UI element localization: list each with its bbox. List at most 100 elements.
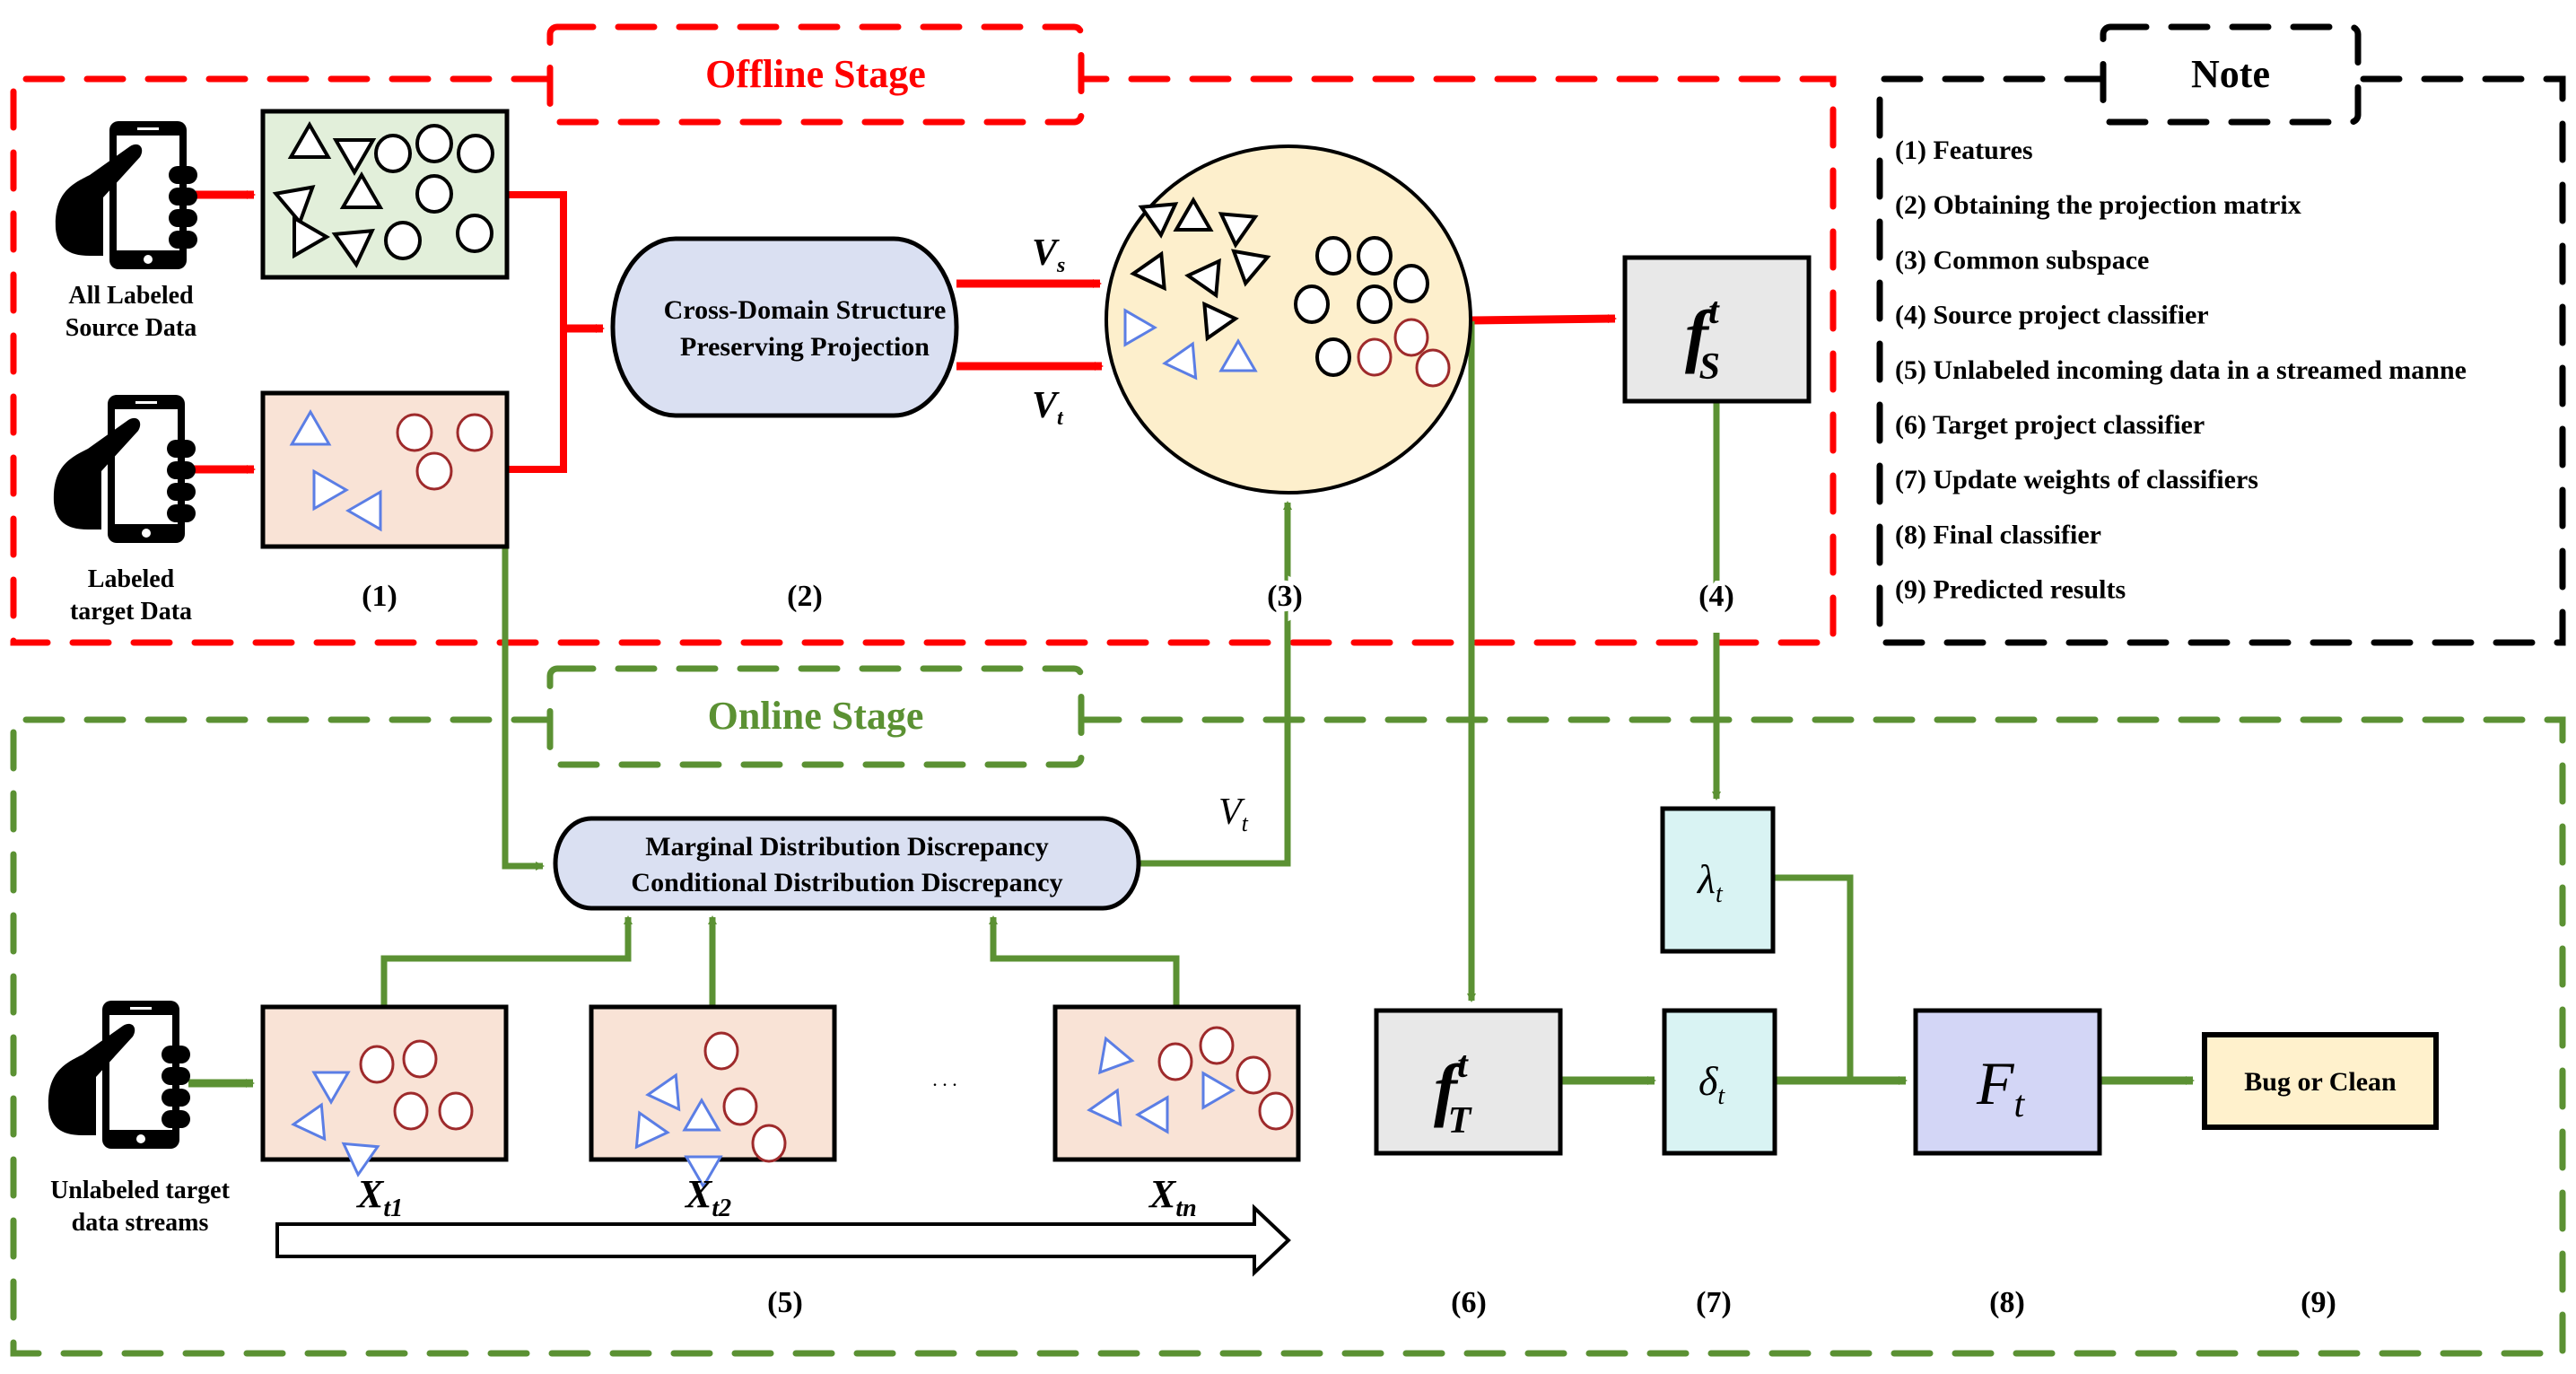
projection-box bbox=[610, 236, 959, 418]
note-title: Note bbox=[2191, 52, 2270, 96]
target-to-discrepancy-line bbox=[502, 547, 545, 871]
source-triangle bbox=[272, 185, 316, 226]
lambda-box bbox=[1660, 806, 1776, 954]
note-item: (9) Predicted results bbox=[1895, 575, 2126, 605]
note-item: (1) Features bbox=[1895, 136, 2033, 165]
subspace-target-circle bbox=[1415, 348, 1451, 388]
target-triangle bbox=[289, 409, 332, 446]
note-item: (6) Target project classifier bbox=[1895, 410, 2205, 440]
stream-label-tn: Xtn bbox=[1148, 1172, 1197, 1222]
target-circle bbox=[456, 413, 493, 452]
discrepancy-label-2: Conditional Distribution Discrepancy bbox=[631, 868, 1062, 897]
time-arrow bbox=[275, 1203, 1291, 1277]
stream-triangle bbox=[1097, 1036, 1135, 1075]
subspace-source-circle bbox=[1357, 236, 1393, 276]
source-feature-shapes bbox=[272, 121, 494, 268]
subspace-source-triangle bbox=[1138, 202, 1179, 239]
note-item: (7) Update weights of classifiers bbox=[1895, 465, 2258, 494]
subspace-source-triangle bbox=[1218, 212, 1259, 249]
stream-triangle bbox=[634, 1110, 670, 1150]
online-step-label: (8) bbox=[1989, 1286, 2025, 1319]
xtn-to-discrepancy bbox=[989, 915, 1180, 1007]
subspace-target-circle bbox=[1393, 318, 1429, 357]
lambda-to-final-line bbox=[1773, 874, 1854, 1081]
note-item: (3) Common subspace bbox=[1895, 245, 2149, 275]
target-circle bbox=[415, 451, 453, 491]
final-classifier-label: Ft bbox=[1976, 1049, 2026, 1125]
result-label: Bug or Clean bbox=[2244, 1067, 2397, 1097]
phone-hand-icon-source bbox=[55, 121, 197, 269]
offline-stage-title: Offline Stage bbox=[705, 52, 926, 96]
subspace-source-triangle bbox=[1202, 301, 1239, 342]
subspace-target-triangle bbox=[1123, 308, 1157, 347]
stream-circle bbox=[438, 1091, 474, 1131]
subspace-source-circle bbox=[1294, 284, 1330, 324]
note-item: (4) Source project classifier bbox=[1895, 301, 2209, 330]
stream-circle bbox=[1258, 1091, 1294, 1131]
subspace-source-triangle bbox=[1130, 250, 1166, 292]
delta-label: δt bbox=[1698, 1058, 1725, 1110]
discrepancy-box bbox=[553, 816, 1141, 911]
vs-label: Vs bbox=[1032, 232, 1065, 277]
stream-triangle bbox=[645, 1072, 681, 1112]
stream-label-t1: Xt1 bbox=[355, 1172, 403, 1222]
source-data-label-1: All Labeled bbox=[68, 282, 194, 310]
note-item: (2) Obtaining the projection matrix bbox=[1895, 190, 2301, 220]
target-data-label-1: Labeled bbox=[88, 565, 175, 593]
source-circle bbox=[415, 124, 453, 163]
offline-connectors bbox=[192, 190, 1617, 474]
stream-triangle bbox=[1135, 1095, 1169, 1134]
source-triangle bbox=[287, 121, 332, 159]
subspace-target-circle bbox=[1357, 337, 1393, 377]
online-step-label: (9) bbox=[2301, 1286, 2336, 1319]
offline-step-label: (3) bbox=[1267, 580, 1303, 613]
stream-ellipsis: . . . bbox=[932, 1068, 957, 1090]
online-step-label: (7) bbox=[1696, 1286, 1732, 1319]
offline-step-label: (2) bbox=[787, 580, 823, 613]
target-classifier-box bbox=[1374, 1008, 1563, 1156]
online-stage-frame: Online Stage bbox=[10, 665, 2566, 1357]
stream-label-t2: Xt2 bbox=[684, 1172, 731, 1222]
source-classifier-box bbox=[1622, 255, 1812, 404]
phone-hand-icon-target bbox=[53, 395, 196, 543]
online-stage-title: Online Stage bbox=[708, 694, 924, 738]
note-item: (8) Final classifier bbox=[1895, 520, 2101, 549]
stream-circle bbox=[402, 1039, 438, 1079]
source-circle bbox=[374, 134, 412, 173]
subspace-target-triangle bbox=[1218, 338, 1258, 372]
stream-triangle bbox=[311, 1071, 351, 1105]
online-step-label: (5) bbox=[767, 1286, 803, 1319]
xt1-to-discrepancy bbox=[380, 915, 633, 1007]
offline-step-label: (4) bbox=[1698, 580, 1734, 613]
target-feature-shapes bbox=[289, 409, 493, 532]
discrepancy-label-1: Marginal Distribution Discrepancy bbox=[645, 832, 1048, 862]
vt-label-offline: Vt bbox=[1032, 385, 1064, 430]
common-subspace bbox=[1105, 144, 1472, 494]
subspace-source-circle bbox=[1357, 284, 1393, 324]
stream-circle bbox=[393, 1091, 429, 1131]
source-circle bbox=[457, 134, 494, 173]
online-connectors bbox=[188, 321, 2195, 1088]
source-circle bbox=[456, 214, 493, 253]
subspace-to-fs-arrow bbox=[1469, 314, 1617, 325]
vt-label-online: Vt bbox=[1218, 792, 1249, 836]
stream-box-xt1 bbox=[260, 1004, 509, 1162]
features-merge-line bbox=[507, 191, 567, 473]
target-data-label-2: target Data bbox=[70, 598, 192, 626]
result-box bbox=[2202, 1032, 2439, 1130]
target-triangle bbox=[312, 468, 349, 512]
stream-label-2: data streams bbox=[72, 1209, 209, 1237]
stream-circle bbox=[722, 1087, 758, 1126]
subspace-target-triangle bbox=[1162, 341, 1198, 381]
final-classifier-box bbox=[1913, 1008, 2102, 1156]
note-item: (5) Unlabeled incoming data in a streame… bbox=[1895, 355, 2467, 385]
subspace-source-triangle bbox=[1173, 197, 1214, 232]
subspace-source-triangle bbox=[1184, 258, 1221, 299]
note-frame: Note (1) Features (2) Obtaining the proje… bbox=[1876, 23, 2566, 646]
stream-circle bbox=[359, 1045, 395, 1084]
phone-hand-icon-stream bbox=[48, 1001, 190, 1149]
subspace-shapes bbox=[1123, 197, 1451, 388]
stream-triangle bbox=[1087, 1088, 1122, 1127]
source-triangle bbox=[339, 171, 384, 209]
stream-triangle bbox=[341, 1142, 380, 1177]
